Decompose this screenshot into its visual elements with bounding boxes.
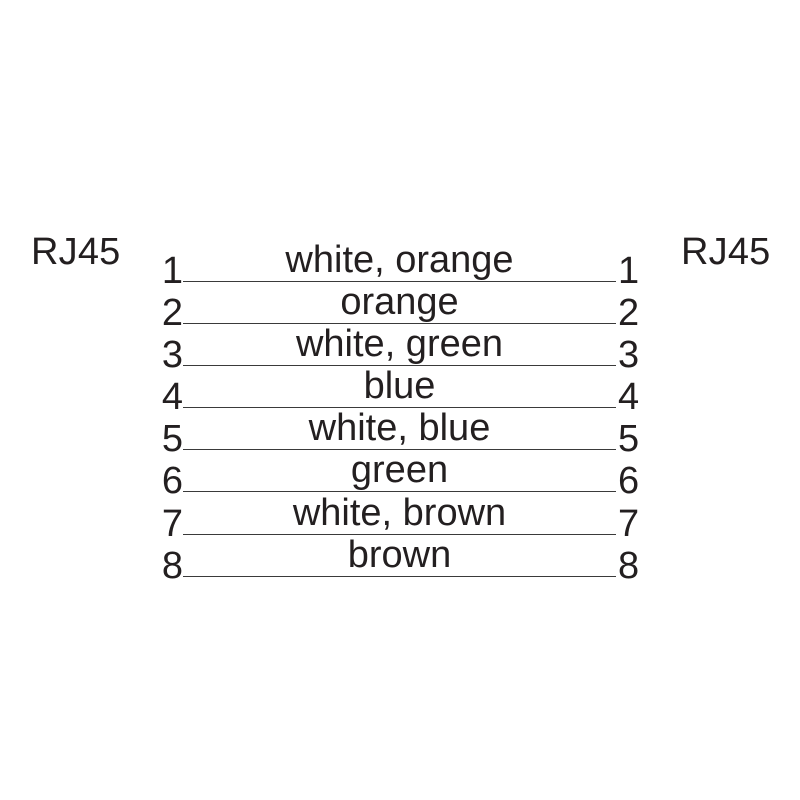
pin-row: white, blue 5 5 — [140, 407, 660, 458]
left-pin-number: 7 — [161, 503, 183, 545]
left-pin-number: 3 — [161, 334, 183, 376]
wire-pair-label: white, brown — [292, 492, 507, 534]
left-pin-number: 2 — [161, 292, 183, 334]
wire-pair-label: orange — [340, 281, 459, 323]
wire-pair-label: blue — [363, 365, 436, 407]
wire-pair-label: brown — [347, 534, 452, 576]
wire-pair-label: green — [350, 449, 449, 491]
right-pin-number: 2 — [618, 292, 640, 334]
wire-line — [183, 323, 616, 324]
right-pin-number: 3 — [618, 334, 640, 376]
pin-row: white, brown 7 7 — [140, 492, 660, 543]
left-pin-number: 4 — [161, 376, 183, 418]
wire-line — [183, 491, 616, 492]
right-pin-number: 6 — [618, 460, 640, 502]
left-pin-number: 6 — [161, 460, 183, 502]
left-connector-label: RJ45 — [31, 231, 121, 273]
pin-row: brown 8 8 — [140, 534, 660, 585]
wire-line — [183, 365, 616, 366]
wire-line — [183, 534, 616, 535]
wire-line — [183, 576, 616, 577]
right-pin-number: 8 — [618, 545, 640, 587]
wire-line — [183, 407, 616, 408]
pin-row: green 6 6 — [140, 449, 660, 500]
left-pin-number: 5 — [161, 418, 183, 460]
wire-line — [183, 449, 616, 450]
pin-row: blue 4 4 — [140, 365, 660, 416]
right-pin-number: 1 — [618, 250, 640, 292]
right-pin-number: 4 — [618, 376, 640, 418]
left-pin-number: 8 — [161, 545, 183, 587]
pin-row: white, green 3 3 — [140, 323, 660, 374]
wire-pair-label: white, green — [295, 323, 503, 365]
wire-pair-label: white, blue — [308, 407, 491, 449]
right-pin-number: 5 — [618, 418, 640, 460]
wire-line — [183, 281, 616, 282]
left-pin-number: 1 — [161, 250, 183, 292]
right-pin-number: 7 — [618, 503, 640, 545]
pin-row: orange 2 2 — [140, 281, 660, 332]
wire-pair-label: white, orange — [285, 239, 514, 281]
pin-row: white, orange 1 1 — [140, 239, 660, 290]
right-connector-label: RJ45 — [681, 231, 771, 273]
pin-mapping-diagram: white, orange 1 1 orange 2 2 white, gree… — [140, 239, 660, 585]
